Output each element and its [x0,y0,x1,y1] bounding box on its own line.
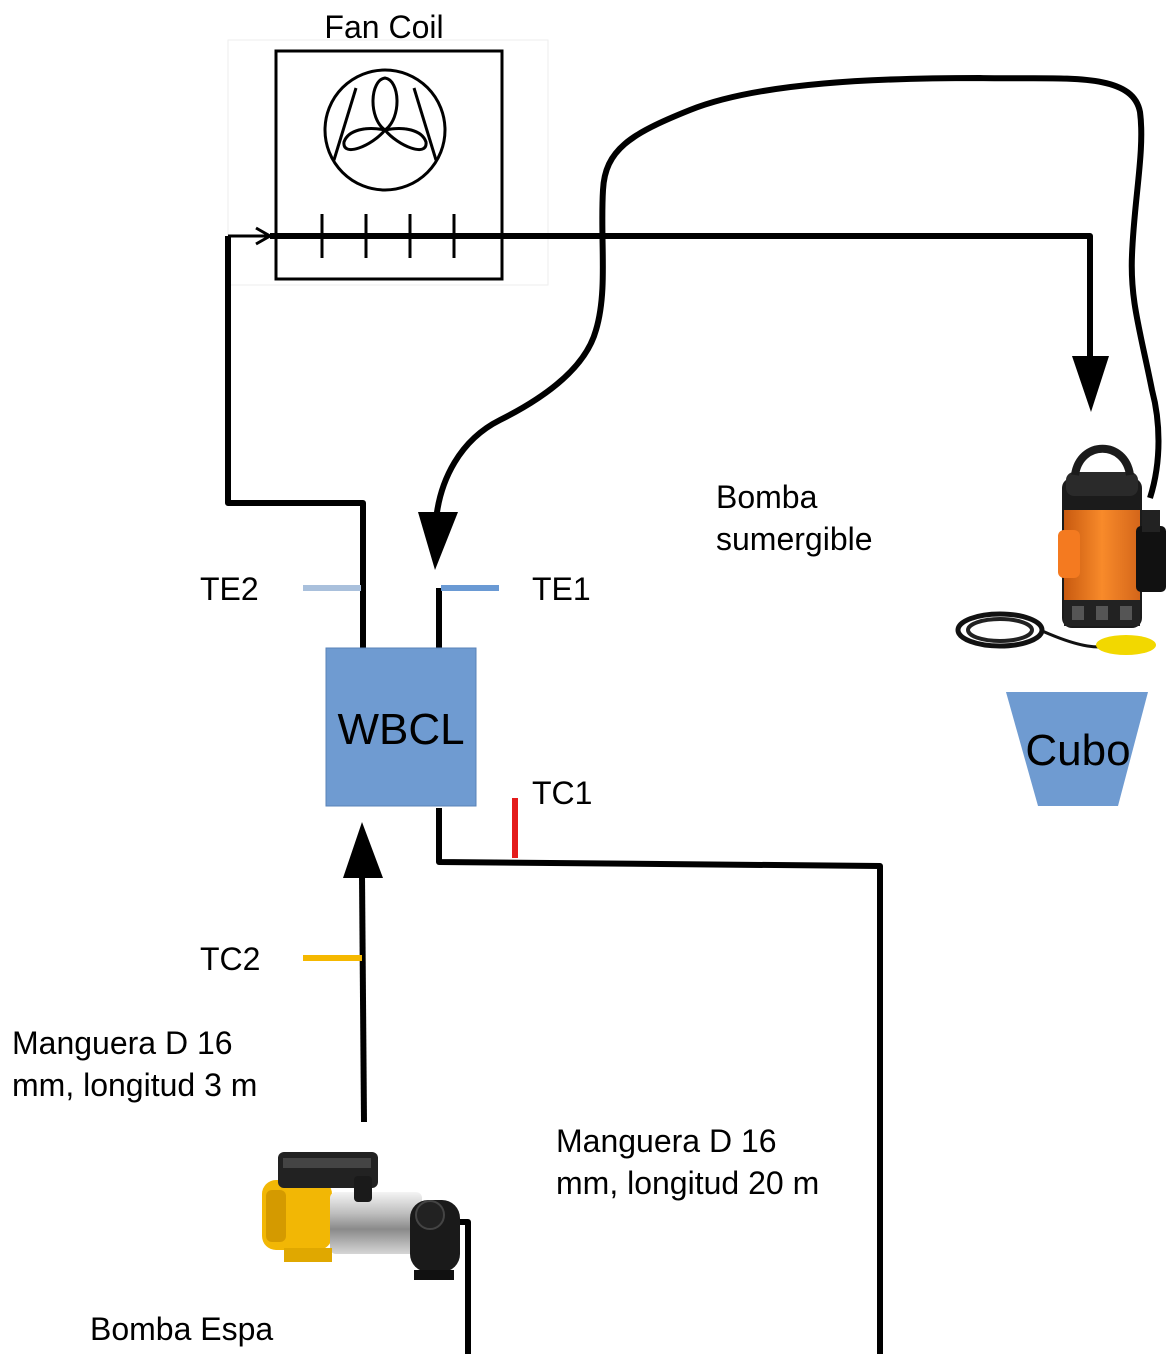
submersible-pump-image [955,444,1166,655]
arrow-down-to-bucket [1072,356,1109,412]
sensors [303,585,518,961]
pipe-wbcl-to-fancoil [225,236,366,648]
flow-arrows [343,356,1109,878]
manguera-3m-line1: Manguera D 16 [12,1025,233,1061]
bomba-sumergible-line1: Bomba [716,479,818,515]
bomba-sumergible-label: Bomba sumergible [716,479,873,557]
wbcl-box [325,647,477,807]
manguera-3m-line2: mm, longitud 3 m [12,1067,257,1103]
te2-label: TE2 [200,571,259,607]
pipe-hose-20m [436,808,883,1354]
tc1-label: TC1 [532,775,592,811]
arrow-up-to-wbcl [343,822,383,878]
cubo: Cubo [1006,692,1148,806]
fan-coil-box [274,49,504,281]
pipe-hose-3m [359,874,367,1123]
pipes [225,75,1162,1354]
bomba-sumergible-line2: sumergible [716,521,873,557]
manguera-20m-line2: mm, longitud 20 m [556,1165,819,1201]
manguera-20m-label: Manguera D 16 mm, longitud 20 m [556,1123,819,1201]
tc2-label: TC2 [200,941,260,977]
wbcl-unit: WBCL [325,647,477,807]
arrow-down-to-wbcl [418,512,458,570]
fan-coil [227,39,549,286]
cubo-shape [1006,692,1148,806]
pipe-fancoil-to-bucket [545,233,1093,360]
cubo-label: Cubo [1025,726,1130,775]
pipe-submersible-to-wbcl [433,75,1162,521]
manguera-20m-line1: Manguera D 16 [556,1123,777,1159]
fan-icon [323,68,447,192]
bomba-espa-label: Bomba Espa [90,1311,273,1347]
fan-coil-label: Fan Coil [324,9,443,45]
surface-pump-image [262,1152,460,1280]
te1-label: TE1 [532,571,591,607]
wbcl-label: WBCL [337,705,464,754]
manguera-3m-label: Manguera D 16 mm, longitud 3 m [12,1025,257,1103]
